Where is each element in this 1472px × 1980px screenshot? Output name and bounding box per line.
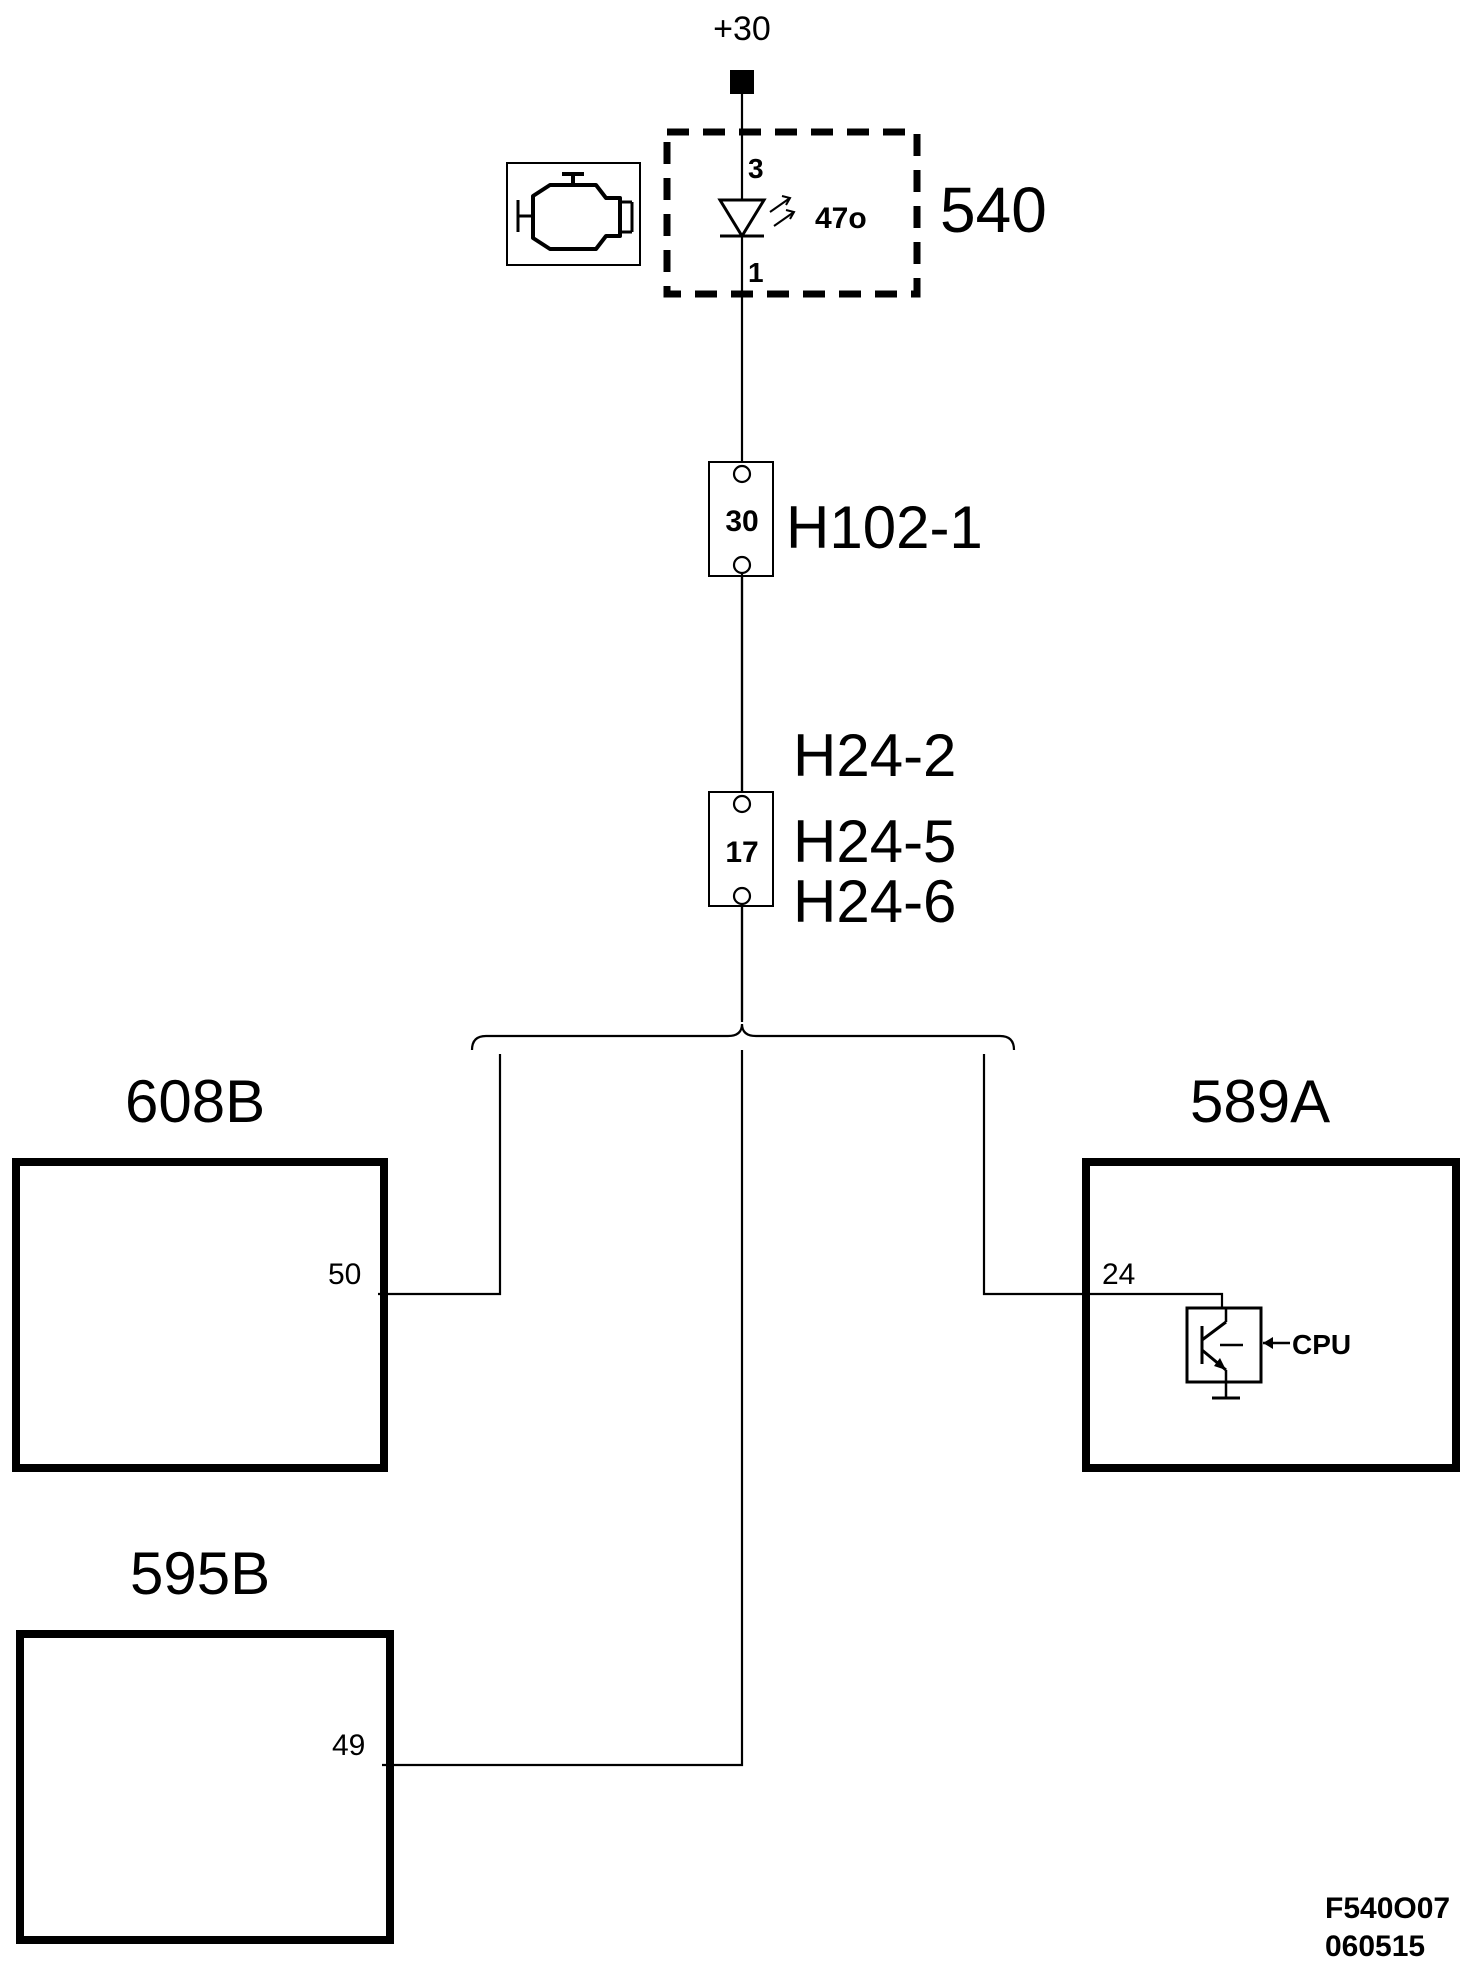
module-589a-box bbox=[1082, 1158, 1460, 1472]
footer-code: F540O07 bbox=[1325, 1892, 1450, 1925]
connector-h24-label-2: H24-5 bbox=[793, 808, 956, 875]
module-589a-id: 589A bbox=[1190, 1068, 1330, 1135]
component-540-box bbox=[663, 128, 921, 298]
wire-to-595b bbox=[382, 1050, 744, 1767]
module-595b-pin: 49 bbox=[332, 1729, 365, 1762]
module-595b-box bbox=[16, 1630, 394, 1944]
connector-h24-label-3: H24-6 bbox=[793, 868, 956, 935]
component-540-id: 540 bbox=[940, 174, 1047, 246]
led-symbol bbox=[717, 195, 796, 239]
module-589a-driver-label: CPU bbox=[1292, 1329, 1351, 1360]
module-589a-pin: 24 bbox=[1102, 1258, 1135, 1291]
wire-to-608b bbox=[378, 1054, 502, 1296]
module-608b-pin: 50 bbox=[328, 1258, 361, 1291]
module-595b-id: 595B bbox=[130, 1540, 270, 1607]
connector-h24 bbox=[708, 791, 774, 907]
branch-brace bbox=[470, 1023, 1016, 1051]
connector-h102-label: H102-1 bbox=[786, 494, 983, 561]
module-608b-box bbox=[12, 1158, 388, 1472]
footer-date: 060515 bbox=[1325, 1930, 1425, 1963]
wire-to-589a bbox=[982, 1054, 1224, 1308]
module-608b-id: 608B bbox=[125, 1068, 265, 1135]
component-540-pin-bottom: 1 bbox=[748, 257, 764, 288]
connector-h24-label-1: H24-2 bbox=[793, 722, 956, 789]
supply-terminal bbox=[730, 70, 754, 94]
component-540-code: 47o bbox=[815, 202, 867, 235]
transistor-driver-icon bbox=[1185, 1306, 1290, 1400]
connector-h102-pin: 30 bbox=[725, 505, 758, 538]
supply-label: +30 bbox=[713, 10, 771, 48]
connector-h102 bbox=[708, 461, 774, 577]
connector-h24-pin: 17 bbox=[725, 836, 758, 869]
engine-warning-icon bbox=[506, 162, 641, 266]
component-540-pin-top: 3 bbox=[748, 153, 764, 184]
